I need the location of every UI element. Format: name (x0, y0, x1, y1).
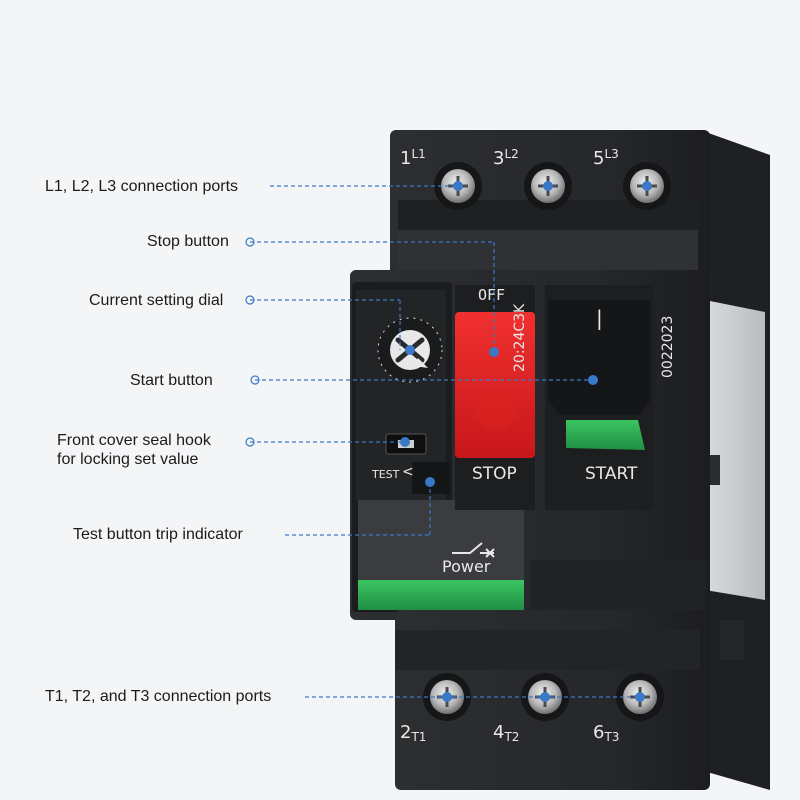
label-current-dial: Current setting dial (89, 292, 224, 309)
callout-dots (245, 181, 652, 702)
terminal-number: 5 (593, 148, 605, 169)
stop-button[interactable] (455, 285, 535, 510)
power-label: Power (442, 557, 491, 576)
terminal-number: 6 (593, 722, 605, 743)
terminal-number: 3 (493, 148, 505, 169)
label-seal-hook-line2: for locking set value (57, 451, 199, 468)
terminal-number: 2 (400, 722, 412, 743)
terminal-label-t1: 2T1 (400, 722, 427, 744)
terminal-label-t2: 4T2 (493, 722, 520, 744)
start-button[interactable] (545, 285, 653, 510)
label-seal-hook: Front cover seal hook for locking set va… (57, 431, 211, 469)
model-code: 20:24C3K (512, 303, 528, 372)
label-load-ports: T1, T2, and T3 connection ports (45, 688, 272, 705)
terminal-number: 1 (400, 148, 412, 169)
terminal-subscript: L2 (504, 147, 519, 161)
stop-label: STOP (472, 464, 517, 484)
serial-number: 0022023 (660, 315, 676, 378)
start-label: START (585, 464, 638, 484)
test-arrow: < (402, 464, 414, 480)
terminal-label-l2: 3L2 (493, 147, 519, 169)
terminal-subscript: L1 (411, 147, 426, 161)
label-stop-button: Stop button (147, 233, 229, 250)
label-start-button: Start button (130, 372, 213, 389)
side-panel (700, 130, 770, 790)
label-test-indicator: Test button trip indicator (73, 526, 243, 543)
terminal-subscript: L3 (604, 147, 619, 161)
terminal-subscript: T3 (604, 730, 620, 744)
terminal-label-l1: 1L1 (400, 147, 426, 169)
label-seal-hook-line1: Front cover seal hook (57, 432, 211, 449)
terminal-subscript: T2 (504, 730, 520, 744)
terminal-label-t3: 6T3 (593, 722, 620, 744)
power-switch-symbol (452, 542, 495, 558)
terminal-label-l3: 5L3 (593, 147, 619, 169)
test-label: TEST (372, 468, 400, 481)
callout-lines (250, 185, 640, 698)
off-label: OFF (478, 286, 506, 304)
terminal-number: 4 (493, 722, 505, 743)
top-terminal-block (390, 130, 710, 290)
on-mark: | (596, 306, 603, 330)
terminal-subscript: T1 (411, 730, 427, 744)
label-line-ports: L1, L2, L3 connection ports (45, 178, 239, 195)
